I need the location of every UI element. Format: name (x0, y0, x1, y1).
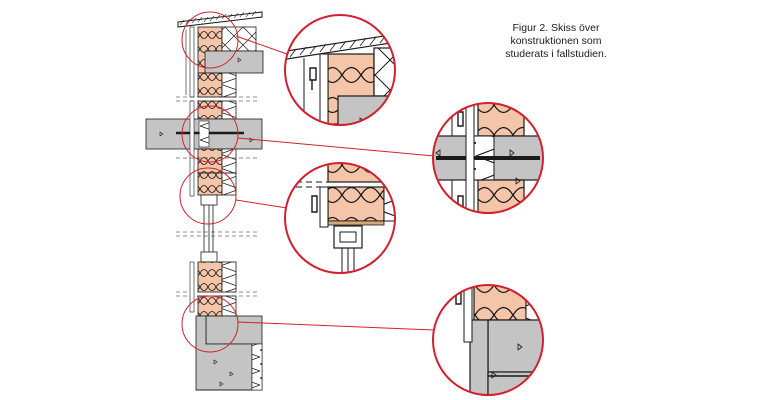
connector-roof (235, 35, 288, 55)
caption-line-2: konstruktionen som (510, 35, 602, 47)
figure-caption: Figur 2. Skiss över konstruktionen som s… (481, 22, 631, 61)
connector-foundation (237, 321, 435, 331)
window-head-detail (284, 162, 396, 274)
overview-section (145, 10, 435, 391)
connector-window (235, 199, 288, 209)
overview-circle-slab (181, 105, 239, 163)
overview-circle-window (179, 167, 237, 225)
floor-slab-detail (432, 102, 544, 214)
caption-line-1: Figur 2. Skiss över (512, 22, 600, 34)
caption-line-3: studerats i fallstudien. (505, 48, 607, 60)
roof (177, 10, 263, 28)
foundation-detail (432, 284, 544, 396)
roof-eave-detail (284, 14, 396, 126)
connector-slab (237, 137, 435, 157)
overview-circle-foundation (181, 295, 239, 353)
overview-circle-roof (181, 11, 239, 69)
